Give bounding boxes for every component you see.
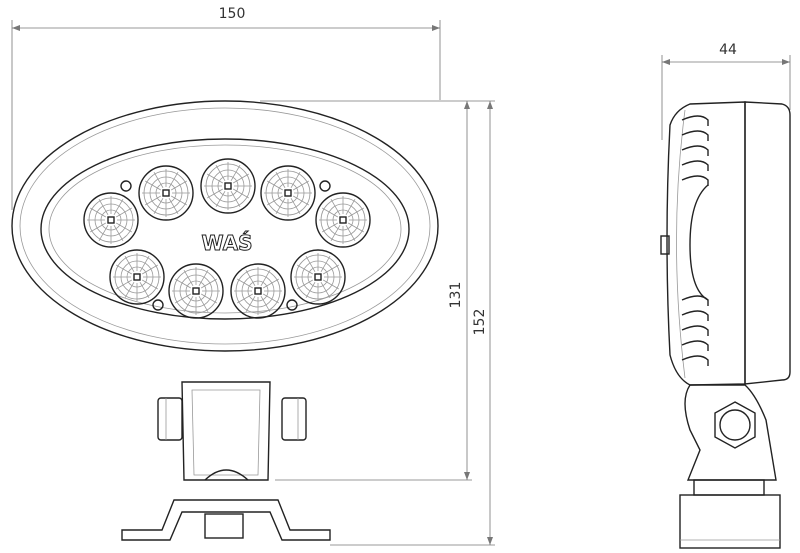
fin [681,175,709,186]
screw-icon [286,299,298,311]
dimension-depth: 44 [661,42,791,140]
screw-icon [152,299,164,311]
led-icon [315,192,371,248]
led-icon [83,192,139,248]
dimension-housing-height: 131 [260,100,495,481]
fin [681,340,709,351]
dimension-total-height-label: 152 [472,309,488,336]
fin [681,310,709,321]
led-icon [200,158,256,214]
fin [681,115,709,126]
dimension-width: 150 [11,6,441,210]
front-mount-bracket [121,381,331,541]
led-icon [290,249,346,305]
dimension-depth-label: 44 [719,42,737,58]
led-icon [138,165,194,221]
side-lens [744,101,791,385]
led-icon [230,263,286,319]
fin [681,145,709,156]
side-housing [666,101,746,386]
fin [681,160,709,171]
led-icon [109,249,165,305]
fin [681,355,709,366]
housing-outline [11,100,439,352]
bolt-head-right-icon [281,397,307,441]
nut-icon [204,513,244,539]
led-icon [168,263,224,319]
cooling-fins [681,115,709,366]
fin [681,130,709,141]
bolt-head-left-icon [157,397,183,441]
fin [681,325,709,336]
front-view: WAŚ [11,100,439,541]
pivot-bolt-icon [714,401,756,449]
screw-icon [319,180,331,192]
dimension-housing-height-label: 131 [448,282,464,309]
dimension-width-label: 150 [219,6,246,22]
brand-logo: WAŚ [201,231,252,255]
led-array [83,158,371,319]
side-view [660,101,791,549]
dimension-total-height: 152 [330,101,495,546]
screw-icon [120,180,132,192]
led-icon [260,165,316,221]
lens-outline [40,138,410,320]
